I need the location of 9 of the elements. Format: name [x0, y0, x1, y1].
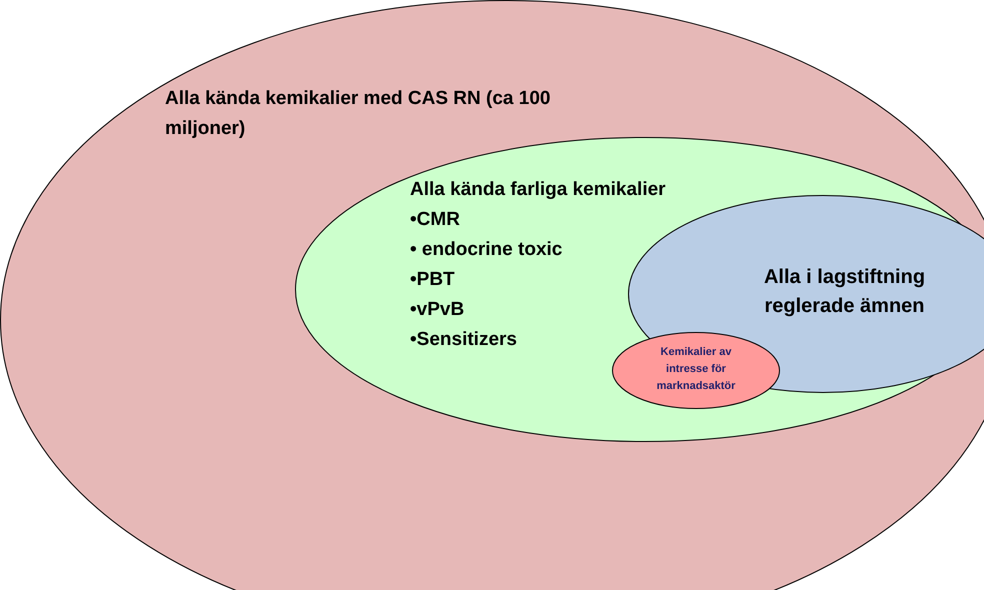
list-item: • endocrine toxic [410, 238, 564, 262]
set-label: Alla kända kemikalier med CAS RN (ca 100 miljoner) [165, 87, 552, 141]
set-label: Alla kända farliga kemikalier [410, 178, 667, 202]
set-label: Kemikalier av intresse för marknadsaktör [656, 345, 736, 394]
list-item: •Sensitizers [410, 328, 518, 352]
list-item: •PBT [410, 268, 456, 292]
list-item: •vPvB [410, 298, 466, 322]
set-label: Alla i lagstiftning reglerade ämnen [762, 265, 926, 319]
list-item: •CMR [410, 208, 461, 232]
